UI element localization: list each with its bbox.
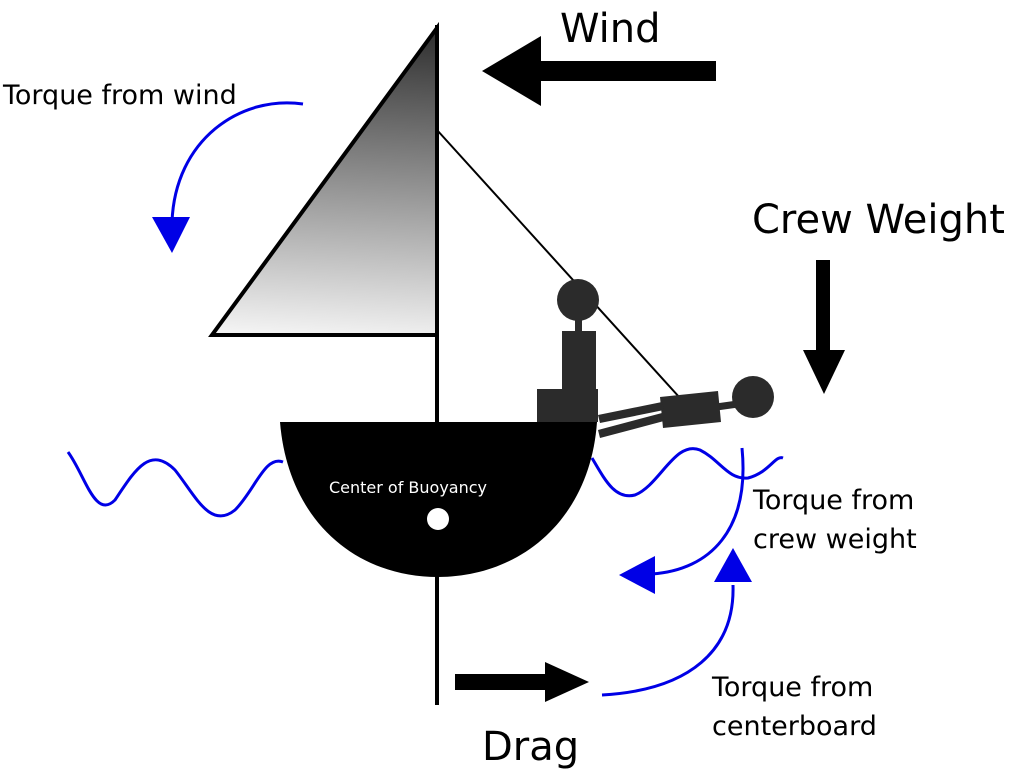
hiking-crew-leg-upper [598, 402, 664, 423]
torque-centerboard-arc [601, 584, 735, 697]
center-of-buoyancy-dot [427, 508, 449, 530]
center-of-buoyancy-label: Center of Buoyancy [329, 478, 487, 497]
water-wave-right [590, 447, 784, 498]
torque-wind-arrowhead [152, 217, 190, 253]
hiking-crew-torso [660, 391, 721, 428]
torque-wind-arc [170, 101, 304, 223]
wind-label: Wind [560, 6, 661, 52]
sitting-crew-head [557, 279, 599, 321]
trapeze-wire [436, 129, 681, 399]
torque-crew-label-line2: crew weight [753, 524, 917, 555]
drag-label: Drag [482, 724, 579, 770]
water-wave-left [66, 451, 284, 518]
sitting-crew-seat [537, 389, 598, 422]
sitting-crew-neck [575, 318, 582, 332]
sitting-crew [537, 279, 599, 422]
wind-arrow [482, 36, 716, 106]
torque-crew-label-line1: Torque from [752, 485, 914, 516]
torque-crew-arc [651, 447, 745, 576]
torque-wind-label: Torque from wind [2, 80, 237, 111]
torque-crew-arrowhead [619, 556, 655, 594]
hiking-crew [598, 376, 774, 438]
sitting-crew-torso [562, 331, 596, 391]
torque-centerboard-label-line1: Torque from [711, 672, 873, 703]
torque-centerboard-label-line2: centerboard [712, 711, 877, 742]
hiking-crew-head [732, 376, 774, 418]
crew-weight-arrow [803, 260, 845, 394]
hiking-crew-leg-lower [598, 413, 664, 438]
hiking-crew-neck [717, 400, 737, 411]
torque-centerboard-arrowhead [714, 548, 752, 582]
sail [208, 21, 439, 337]
crew-weight-label: Crew Weight [752, 197, 1005, 243]
drag-arrow [455, 662, 589, 702]
